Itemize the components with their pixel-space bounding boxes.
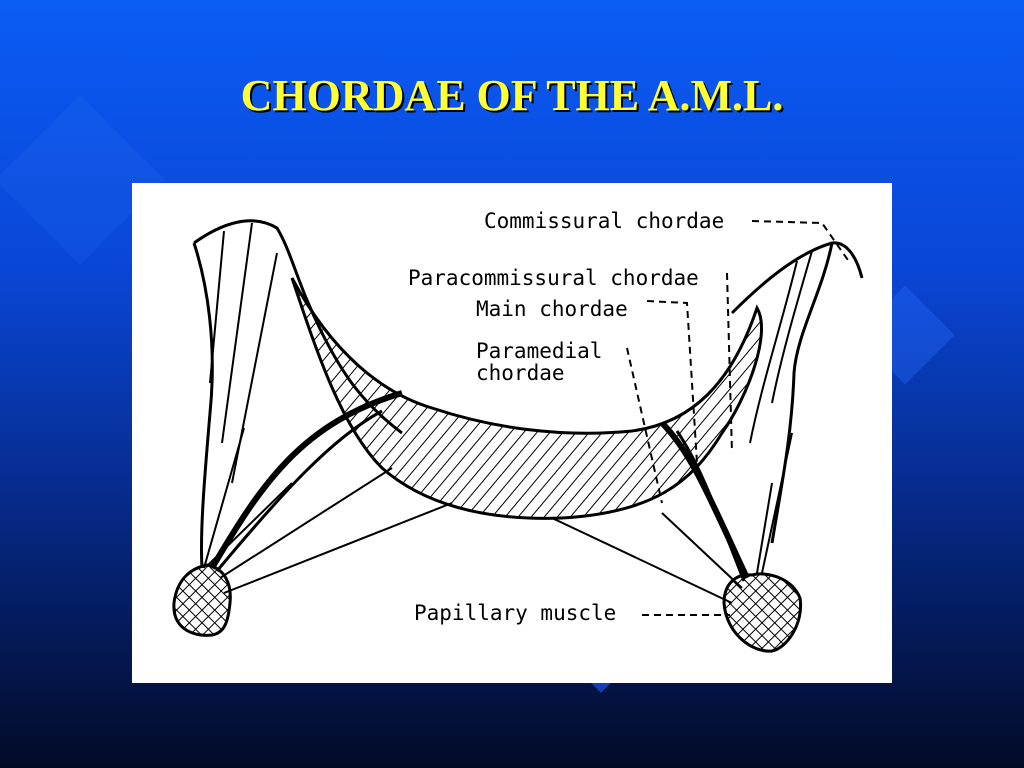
right-chordae [551,420,793,604]
left-papillary-muscle [172,563,232,637]
anterior-leaflet [290,277,763,520]
slide-title: CHORDAE OF THE A.M.L. [240,71,784,120]
left-chordae [203,390,453,594]
right-papillary-muscle [722,572,803,653]
label-paramedial-chordae: Paramedial [476,339,602,363]
label-paracommissural-chordae: Paracommissural chordae [408,266,699,290]
label-papillary-muscle: Papillary muscle [414,601,616,625]
diagram-drawing: Commissural chordae Paracommissural chor… [172,209,864,653]
chordae-diagram: Commissural chordae Paracommissural chor… [132,183,892,683]
label-main-chordae: Main chordae [476,297,628,321]
leader-lines [626,220,851,616]
label-paramedial-chordae-line2: chordae [476,361,565,385]
left-commissure [193,219,403,435]
right-commissure [730,241,864,315]
label-commissural-chordae: Commissural chordae [484,209,724,233]
